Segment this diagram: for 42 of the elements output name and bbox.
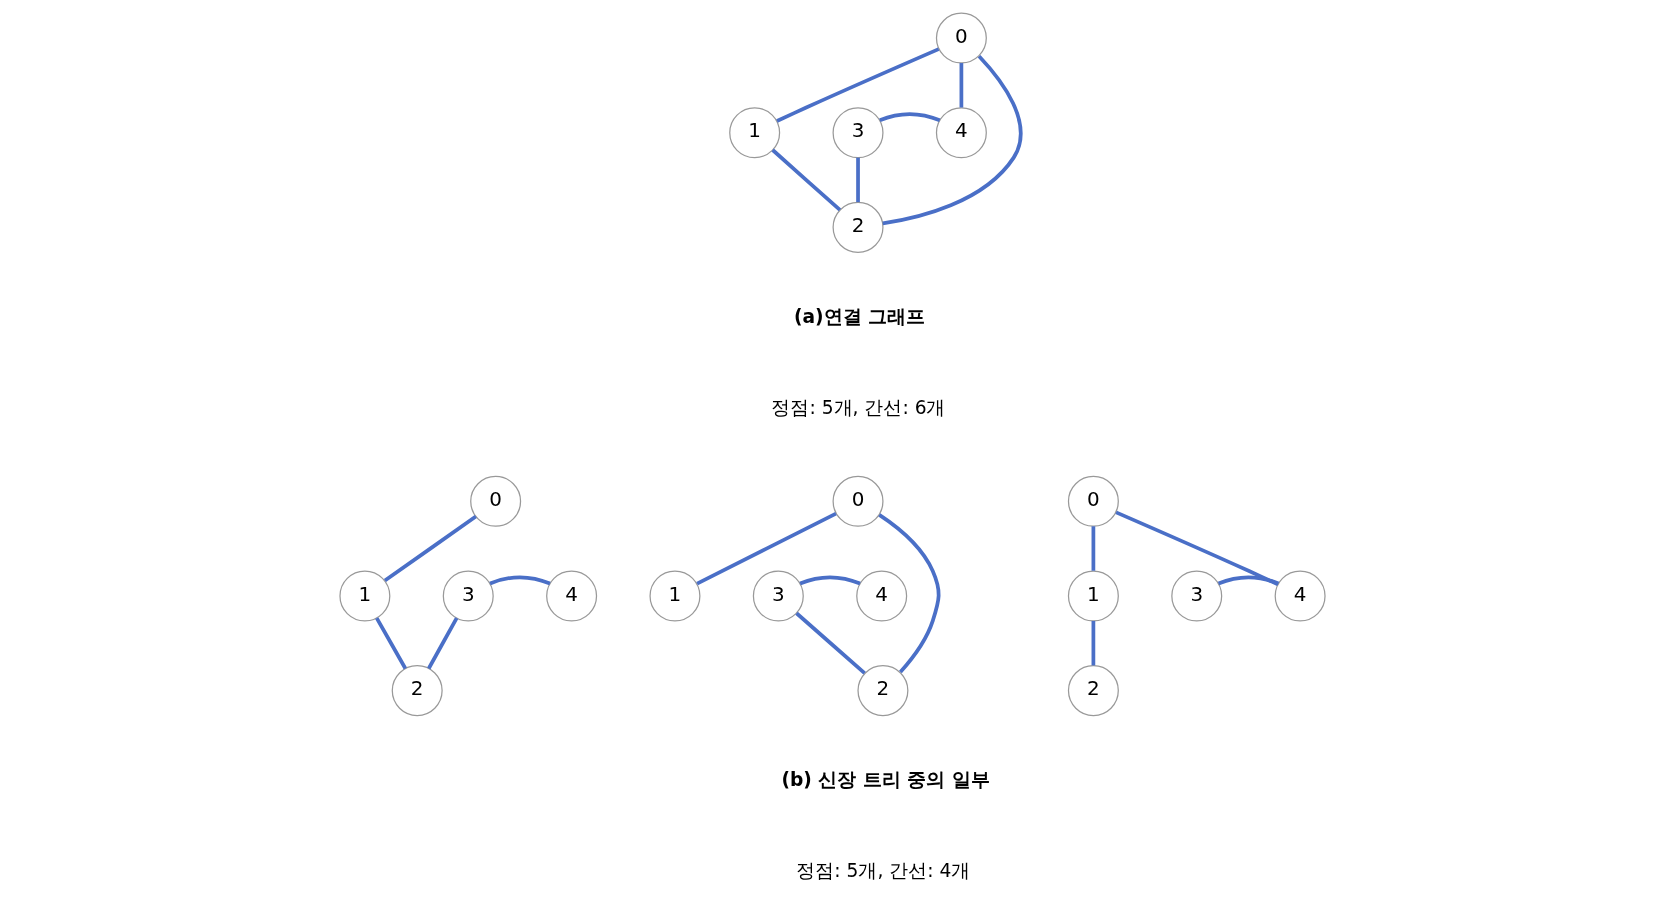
connector [1091, 526, 1095, 571]
node-circle: 1 [1067, 570, 1119, 622]
node-circle: 0 [469, 475, 521, 527]
connector [881, 55, 1022, 226]
label: 정점: 5개, 간선: 6개 [770, 396, 946, 418]
node-circle: 2 [832, 201, 884, 253]
node-circle: 2 [391, 665, 443, 717]
node-circle: 3 [752, 570, 804, 622]
node-circle: 1 [648, 570, 700, 622]
node-circle: 0 [935, 12, 987, 64]
connector [695, 512, 837, 586]
connector [1217, 575, 1279, 586]
connector [877, 513, 940, 674]
node-circle: 3 [832, 107, 884, 159]
node-circle: 1 [338, 570, 390, 622]
node-circle: 4 [545, 570, 597, 622]
connector [426, 617, 458, 670]
node-circle: 0 [1067, 475, 1119, 527]
connector [383, 515, 477, 583]
label: 정점: 5개, 간선: 4개 [795, 859, 970, 881]
connector [374, 617, 407, 670]
label: (a)연결 그래프 [793, 305, 925, 327]
node-circle: 2 [1067, 665, 1119, 717]
connector [770, 148, 841, 212]
connector [794, 611, 866, 675]
node-circle: 4 [935, 107, 987, 159]
node-circle: 0 [832, 475, 884, 527]
node-circle: 2 [856, 665, 908, 717]
connector [1114, 510, 1279, 586]
connector [488, 575, 551, 586]
connector [959, 63, 963, 108]
connector [855, 157, 860, 203]
node-circle: 4 [1274, 570, 1326, 622]
connector [878, 112, 940, 123]
node-circle: 3 [1170, 570, 1222, 622]
label: (b) 신장 트리 중의 일부 [780, 768, 990, 790]
connector [775, 47, 939, 123]
connector [1091, 620, 1095, 666]
node-circle: 1 [728, 107, 780, 159]
node-circle: 4 [855, 570, 907, 622]
connector [798, 575, 861, 586]
node-circle: 3 [442, 570, 494, 622]
